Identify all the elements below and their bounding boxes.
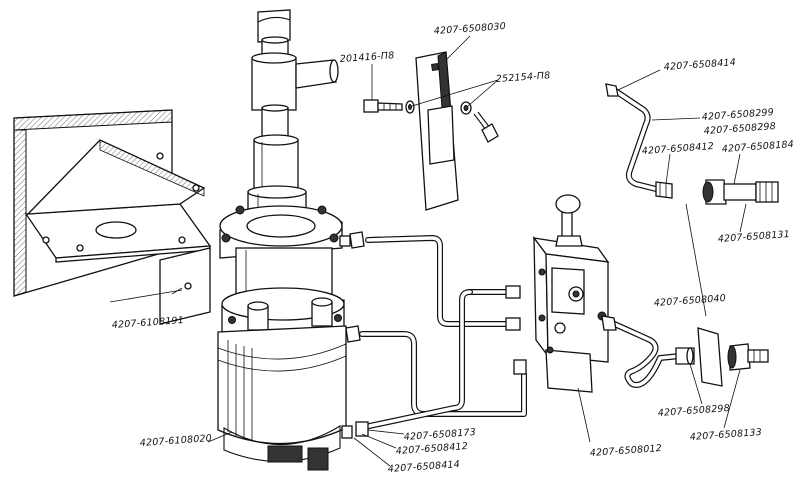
cylinder-assembly <box>217 9 353 471</box>
label-cylinder: 4207-6108020 <box>139 433 212 449</box>
label-nipple-bottom: 4207-6508133 <box>689 427 762 443</box>
label-washer: 252154-П8 <box>495 70 550 85</box>
bolt <box>363 99 403 113</box>
leader-lines <box>171 35 747 467</box>
label-bolt: 201416-П8 <box>339 50 394 65</box>
label-pipe-bottom: 4207-6508414 <box>387 459 460 475</box>
label-bracket: 4207-6108191 <box>111 315 184 331</box>
label-pipe-low: 4207-6508173 <box>403 427 476 443</box>
label-union-top: 4207-6508184 <box>721 139 794 155</box>
label-fitting-a: 4207-6508298 <box>703 121 776 137</box>
label-nut-top: 4207-6508412 <box>641 141 714 157</box>
mounting-bracket <box>13 109 212 325</box>
label-nipple-top: 4207-6508131 <box>717 229 790 245</box>
label-pipe-mid: 4207-6508299 <box>701 107 774 123</box>
label-pipe-top: 4207-6508414 <box>663 57 736 73</box>
label-valve: 4207-6508012 <box>589 443 662 459</box>
plate-with-bolts <box>363 51 499 211</box>
valve-block <box>532 194 610 393</box>
label-pipe-right: 4207-6508040 <box>653 293 726 309</box>
union-fitting-bottom <box>675 327 769 387</box>
pipe-end-top <box>605 83 619 97</box>
cylinder-fittings <box>339 231 527 437</box>
label-plate: 4207-6508030 <box>433 21 506 37</box>
part-labels: 4207-6108191 4207-6108020 201416-П8 4207… <box>111 21 794 475</box>
pipe-end-right <box>601 315 617 331</box>
bolt-2 <box>473 111 499 143</box>
tubing <box>357 87 683 431</box>
union-fitting-top <box>655 179 779 205</box>
label-fitting-b: 4207-6508298 <box>657 403 730 419</box>
label-nut-low: 4207-6508412 <box>395 441 468 457</box>
